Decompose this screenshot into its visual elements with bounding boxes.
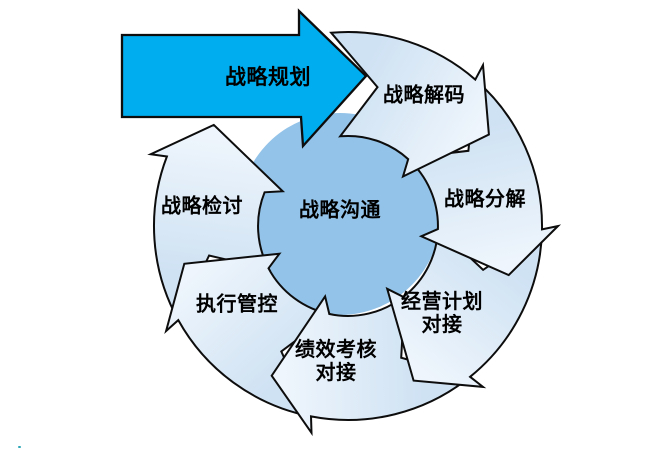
center-circle: [239, 113, 441, 315]
stray-mark: [18, 446, 21, 448]
entry-arrow: [120, 8, 368, 149]
cycle-arrow-performance-appraisal-alignment: [270, 293, 473, 437]
cycle-arrow-strategy-decoding: [329, 31, 490, 179]
cycle-arrow-strategy-breakdown: [404, 77, 562, 277]
